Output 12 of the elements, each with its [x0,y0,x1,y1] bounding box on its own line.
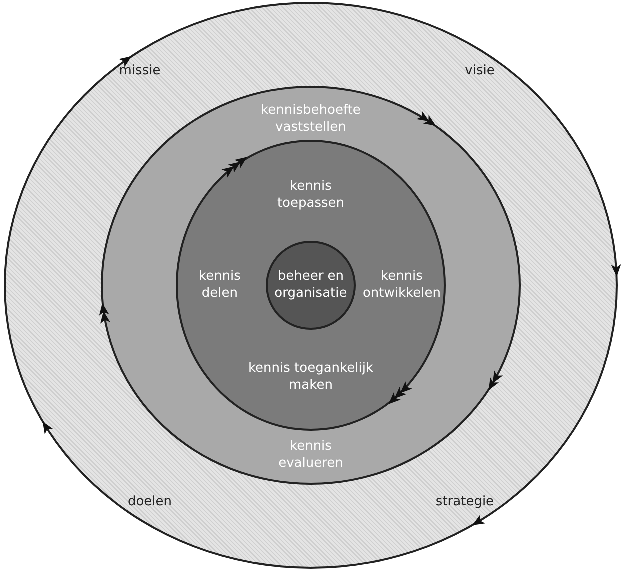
ring-label: kennis toegankelijk maken [247,360,374,394]
ring-label: strategie [434,493,496,510]
ring-label: kennis toepassen [276,178,346,212]
ring-label: kennis evalueren [278,438,344,472]
circle-ring [101,86,521,486]
ring-label: doelen [126,493,174,510]
ring-label: kennisbehoefte vaststellen [260,102,362,136]
ring-label: missie [118,62,162,79]
ring-label: kennis ontwikkelen [362,268,442,302]
ring-label: visie [464,62,496,79]
ring-label: kennis delen [198,268,242,302]
ring-label: beheer en organisatie [274,268,348,302]
